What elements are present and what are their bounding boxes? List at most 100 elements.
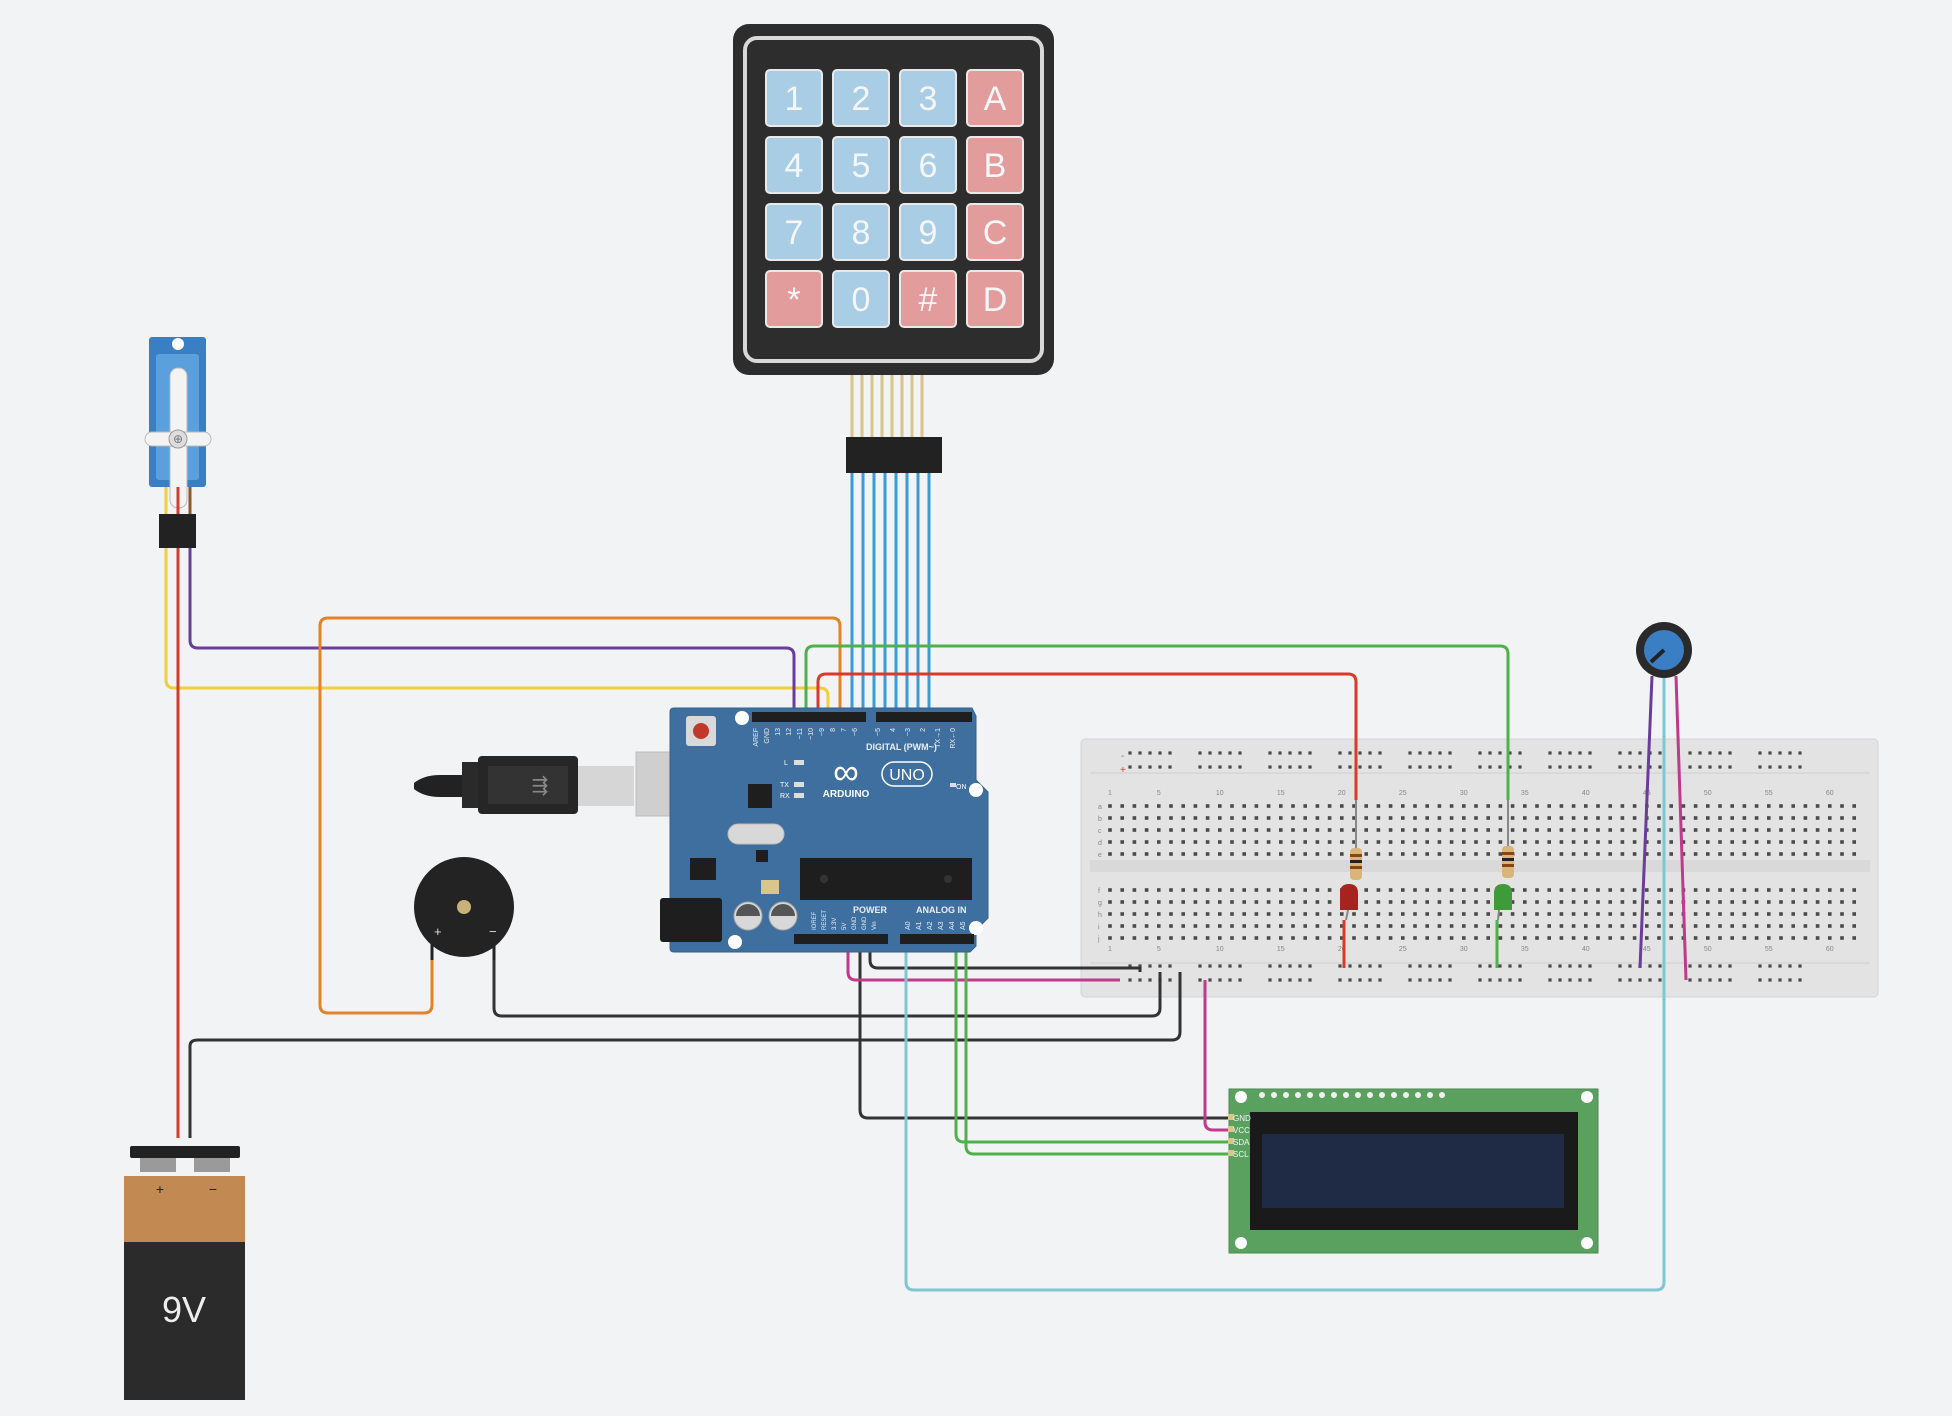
pin-label: ~3	[905, 728, 912, 736]
pin-label: A2	[927, 921, 934, 930]
wire-servo-gnd	[188, 548, 796, 712]
uno-label: UNO	[889, 767, 925, 784]
power-label: POWER	[853, 905, 888, 915]
battery-label: 9V	[162, 1289, 206, 1330]
usb-icon: ⇶	[532, 775, 549, 797]
pin-label: 13	[775, 728, 782, 736]
resistor-red	[1350, 848, 1362, 880]
key-label: 2	[852, 80, 871, 118]
key-label: 3	[919, 80, 938, 118]
wire-led-green	[804, 644, 1510, 800]
lcd-pin-label: SDA	[1233, 1138, 1250, 1147]
pin-label: A0	[905, 921, 912, 930]
column-number: 50	[1704, 946, 1712, 953]
potentiometer[interactable]	[1636, 622, 1692, 678]
wire-pot-right	[1674, 675, 1688, 981]
piezo-buzzer[interactable]: + −	[414, 857, 514, 960]
row-letter: i	[1098, 924, 1100, 931]
pin-label: A1	[916, 921, 923, 930]
key-A-button[interactable]: A	[966, 69, 1024, 127]
pin-label: TX→1	[935, 728, 942, 748]
lcd-screen	[1262, 1134, 1564, 1208]
column-number: 55	[1765, 790, 1773, 797]
svg-text:⊕: ⊕	[173, 432, 183, 446]
column-number: 1	[1108, 790, 1112, 797]
infinity-logo-icon: ∞	[833, 751, 859, 792]
servo-motor[interactable]: ⊕	[144, 337, 212, 548]
key-8-button[interactable]: 8	[832, 203, 890, 261]
column-number: 60	[1826, 790, 1834, 797]
servo-connector	[159, 514, 196, 548]
pin-label: GND	[852, 916, 858, 930]
column-number: 35	[1521, 946, 1529, 953]
key-label: D	[983, 281, 1008, 319]
resistor-green	[1502, 846, 1514, 878]
column-number: 30	[1460, 790, 1468, 797]
key-#-button[interactable]: #	[899, 270, 957, 328]
key-9-button[interactable]: 9	[899, 203, 957, 261]
column-number: 30	[1460, 946, 1468, 953]
column-number: 45	[1643, 946, 1651, 953]
column-number: 20	[1338, 790, 1346, 797]
arduino-logo-text: ARDUINO	[823, 789, 870, 800]
row-letter: b	[1098, 816, 1102, 823]
key-6-button[interactable]: 6	[899, 136, 957, 194]
column-number: 15	[1277, 790, 1285, 797]
wire-pot-signal	[904, 676, 1666, 1292]
wires	[164, 473, 1688, 1292]
key-*-button[interactable]: *	[765, 270, 823, 328]
key-2-button[interactable]: 2	[832, 69, 890, 127]
key-4-button[interactable]: 4	[765, 136, 823, 194]
key-label: 7	[785, 214, 804, 252]
rx-led-label: RX	[780, 793, 790, 800]
battery-minus-label: −	[209, 1181, 217, 1197]
key-1-button[interactable]: 1	[765, 69, 823, 127]
column-number: 15	[1277, 946, 1285, 953]
row-letter: j	[1097, 936, 1100, 943]
wire-battery-gnd	[188, 972, 1182, 1138]
pin-label: ~9	[819, 728, 826, 736]
green-led-circuit[interactable]	[1494, 800, 1514, 921]
pin-label: Vin	[872, 921, 878, 930]
breadboard-labels: 1155101015152020252530303535404045455050…	[1097, 790, 1834, 953]
wire-buzzer-gnd	[492, 960, 1162, 1018]
key-label: #	[919, 281, 938, 319]
pin-label: A3	[938, 921, 945, 930]
column-number: 55	[1765, 946, 1773, 953]
rail-plus-label: +	[1120, 765, 1126, 776]
pin-label: 7	[841, 728, 848, 732]
key-3-button[interactable]: 3	[899, 69, 957, 127]
tx-led-label: TX	[780, 782, 789, 789]
key-C-button[interactable]: C	[966, 203, 1024, 261]
key-5-button[interactable]: 5	[832, 136, 890, 194]
keypad-ribbon	[850, 375, 924, 438]
on-label: ON	[956, 784, 967, 791]
led-green	[1494, 884, 1512, 910]
row-letter: h	[1098, 912, 1102, 919]
key-B-button[interactable]: B	[966, 136, 1024, 194]
power-jack	[660, 898, 722, 942]
breadboard[interactable]: 1155101015152020252530303535404045455050…	[1080, 738, 1879, 998]
battery-9v[interactable]: + − 9V	[124, 1146, 245, 1400]
row-letter: c	[1098, 828, 1102, 835]
key-label: 8	[852, 214, 871, 252]
key-0-button[interactable]: 0	[832, 270, 890, 328]
wire-buzzer-signal	[318, 616, 842, 1015]
wire-lcd-sda	[954, 942, 1228, 1144]
battery-plus-label: +	[156, 1181, 164, 1197]
pin-label: IOREF	[812, 911, 818, 930]
key-D-button[interactable]: D	[966, 270, 1024, 328]
analog-header	[900, 934, 974, 944]
column-number: 10	[1216, 790, 1224, 797]
red-led-circuit[interactable]	[1340, 800, 1362, 921]
key-7-button[interactable]: 7	[765, 203, 823, 261]
column-number: 40	[1582, 946, 1590, 953]
pin-label: 4	[890, 728, 897, 732]
